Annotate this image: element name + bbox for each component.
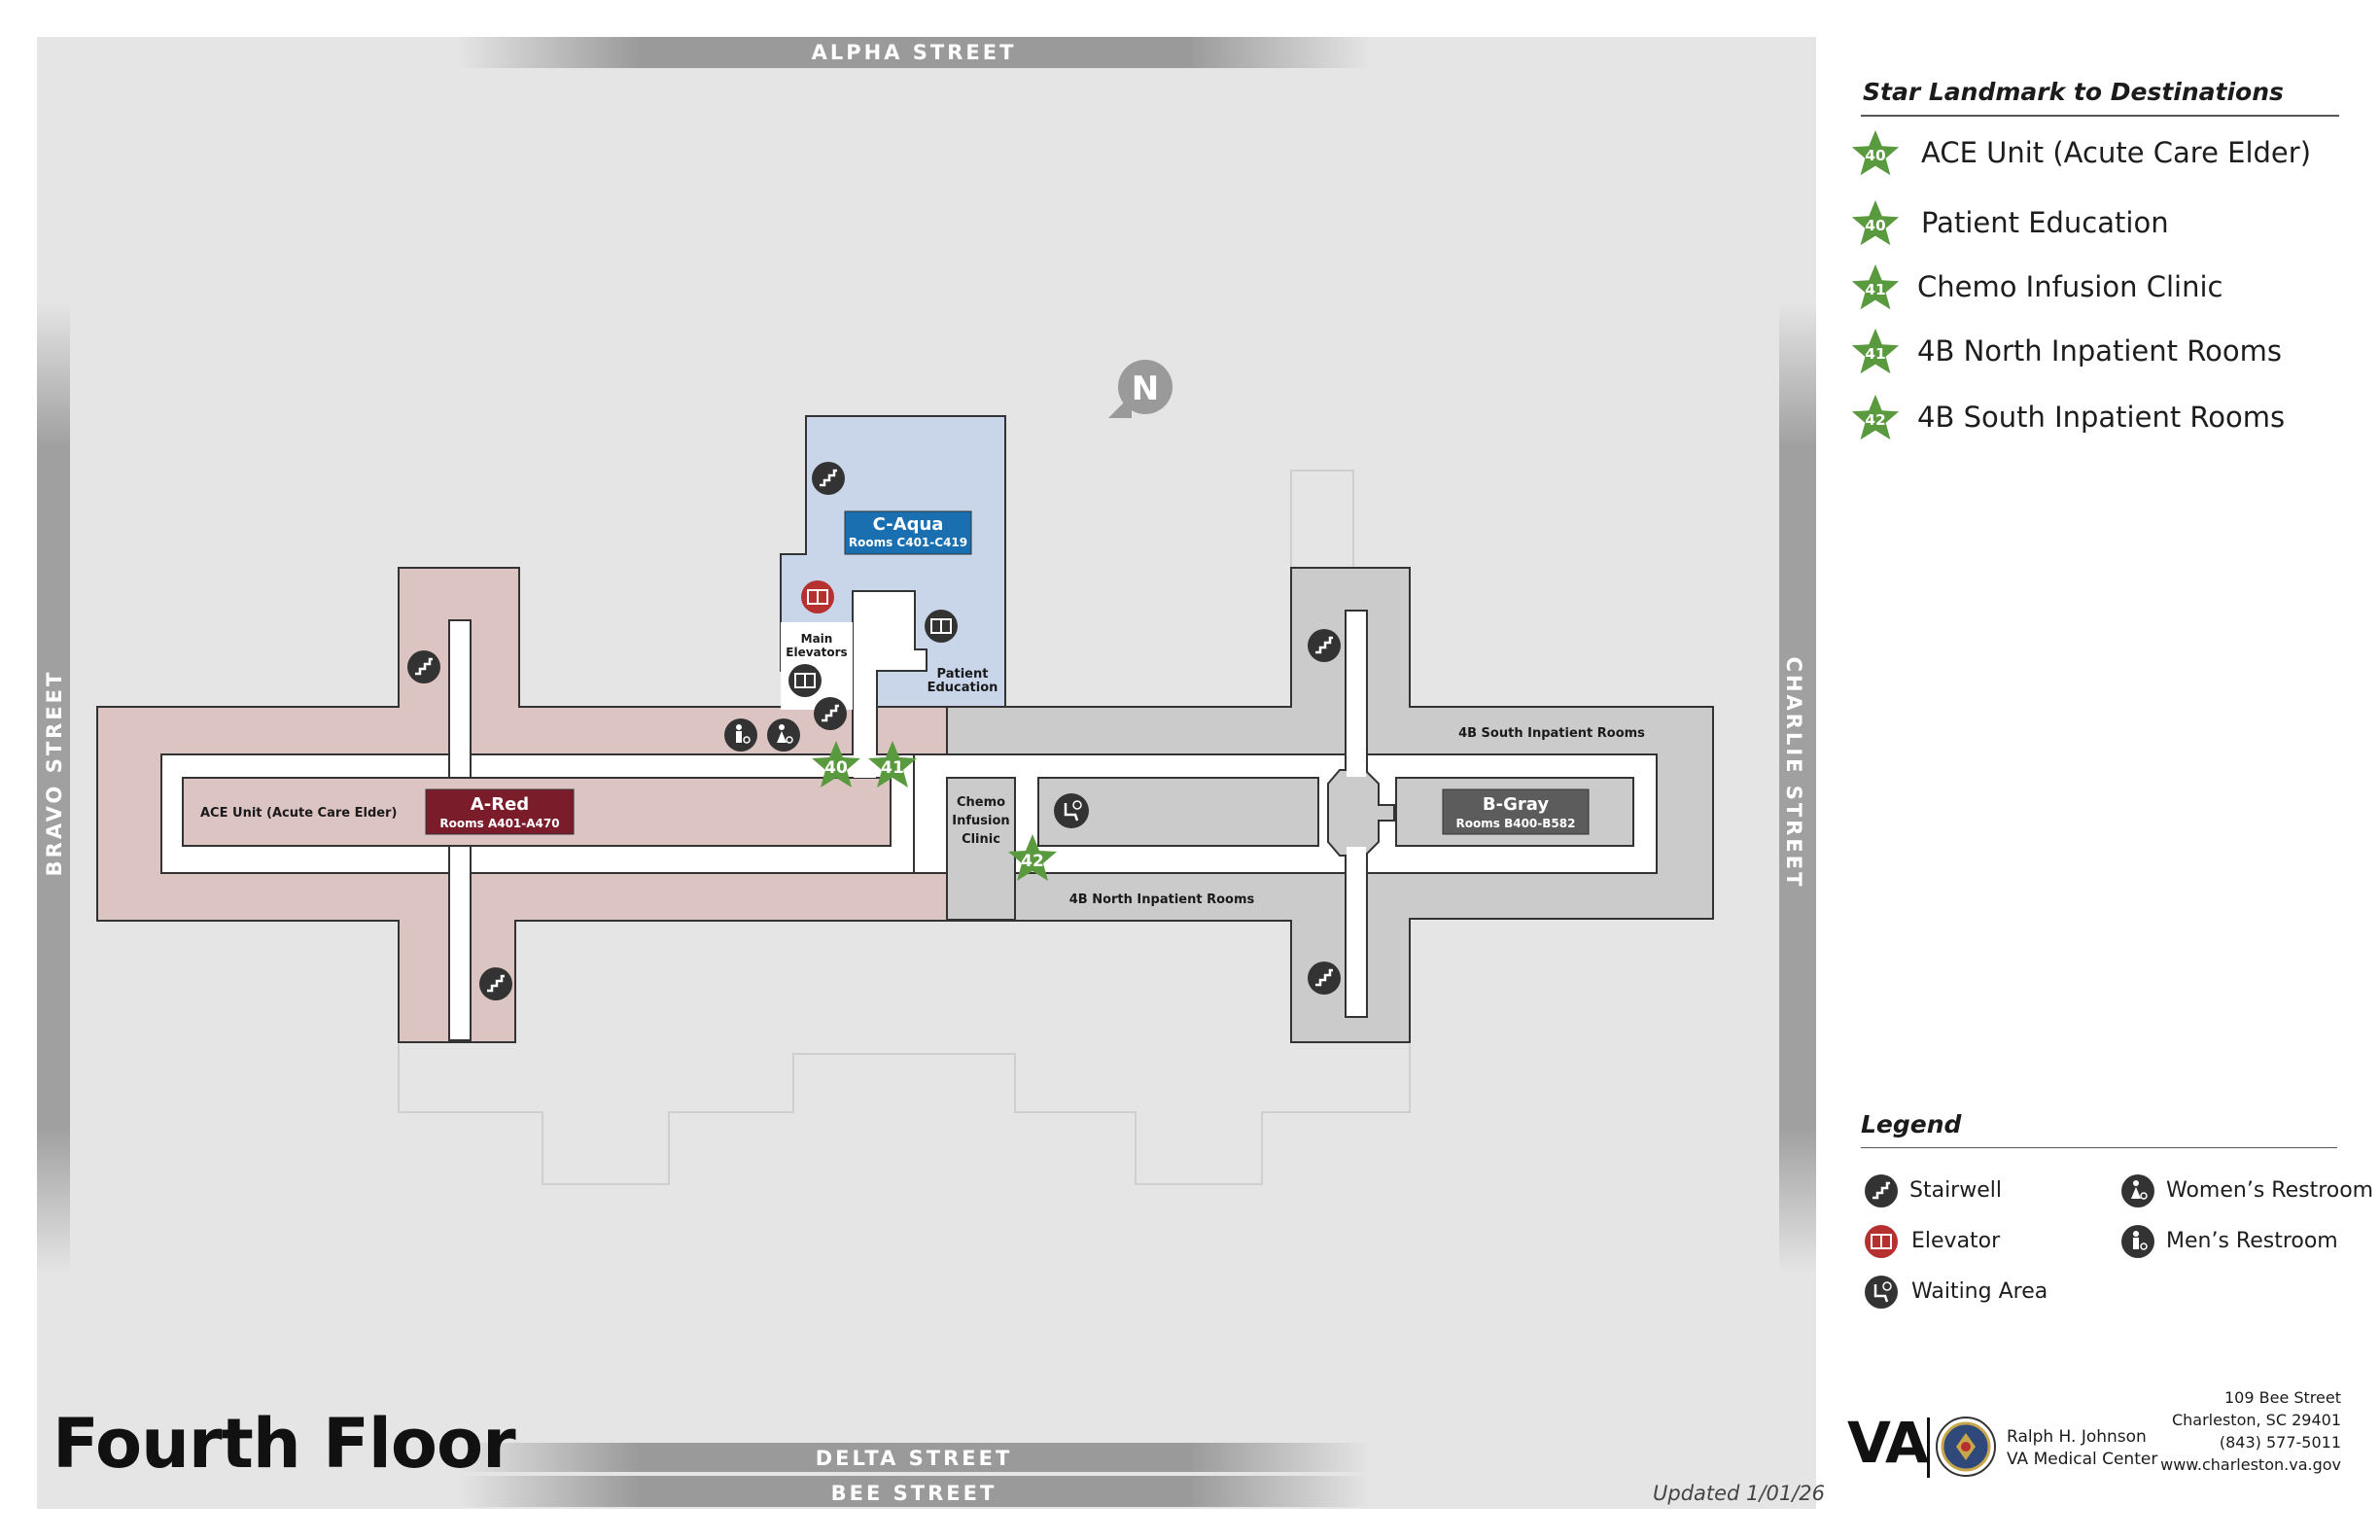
stairwell-icon	[1308, 629, 1341, 662]
charlie-street-label: CHARLIE STREET	[1782, 657, 1805, 890]
chemo-label-3: Clinic	[962, 832, 1000, 847]
star-icon: 42	[1851, 394, 1900, 440]
alpha-street-band	[457, 37, 1371, 68]
star-42-marker: 42	[1008, 834, 1057, 881]
womens-restroom-icon	[767, 718, 800, 752]
main-elevator-lobby	[781, 622, 853, 710]
stairwell-icon	[407, 650, 440, 683]
svg-text:B-Gray: B-Gray	[1483, 794, 1549, 815]
legend-label: Elevator	[1911, 1229, 2001, 1253]
bee-street-band	[457, 1476, 1371, 1507]
legend-rule	[1861, 1147, 2337, 1148]
wing-c-badge: C-Aqua Rooms C401-C419	[844, 510, 972, 555]
destination-item: 40 ACE Unit (Acute Care Elder)	[1847, 126, 2353, 185]
stairwell-icon	[479, 967, 512, 1000]
svg-text:41: 41	[1865, 345, 1886, 363]
chemo-label-2: Infusion	[952, 814, 1009, 828]
patient-education-label-2: Education	[928, 681, 998, 695]
destination-label: Chemo Infusion Clinic	[1917, 270, 2223, 303]
elevator-icon	[1865, 1225, 1898, 1258]
bee-street-label: BEE STREET	[831, 1482, 998, 1505]
svg-text:42: 42	[1021, 852, 1044, 871]
elevator-icon	[925, 610, 958, 643]
legend-label: Stairwell	[1909, 1178, 2002, 1203]
svg-text:40: 40	[1865, 147, 1886, 164]
svg-text:Rooms B400-B582: Rooms B400-B582	[1456, 817, 1576, 830]
legend-label: Waiting Area	[1911, 1279, 2048, 1304]
charlie-street-band	[1779, 301, 1816, 1274]
star-40-marker: 40	[812, 741, 860, 788]
mens-restroom-icon	[724, 718, 757, 752]
waiting-area-icon	[1865, 1276, 1898, 1309]
destination-item: 42 4B South Inpatient Rooms	[1847, 391, 2353, 449]
destination-label: ACE Unit (Acute Care Elder)	[1921, 136, 2312, 169]
address-line-1: 109 Bee Street	[2224, 1388, 2341, 1407]
bravo-street-band	[37, 301, 70, 1274]
bravo-street-label: BRAVO STREET	[43, 670, 66, 877]
phone-number: (843) 577-5011	[2219, 1433, 2341, 1452]
waiting-area-icon	[1054, 793, 1089, 828]
va-name-line-2: VA Medical Center	[2007, 1450, 2158, 1469]
stairwell-icon	[814, 697, 847, 730]
delta-street-band	[457, 1443, 1371, 1472]
north-arrow: N	[1108, 360, 1172, 418]
north-inpatient-label: 4B North Inpatient Rooms	[1069, 892, 1255, 907]
stairwell-icon	[812, 462, 845, 495]
svg-text:N: N	[1132, 369, 1159, 408]
stairwell-icon	[1308, 962, 1341, 995]
wing-b-badge: B-Gray Rooms B400-B582	[1442, 788, 1590, 835]
destination-label: Patient Education	[1921, 206, 2169, 239]
main-elevators-label-2: Elevators	[786, 646, 847, 659]
va-logo-divider	[1927, 1418, 1930, 1478]
destination-item: 40 Patient Education	[1847, 196, 2353, 255]
ace-unit-label: ACE Unit (Acute Care Elder)	[200, 806, 397, 821]
womens-restroom-icon	[2121, 1174, 2154, 1208]
legend-title: Legend	[1861, 1110, 1962, 1138]
updated-date: Updated 1/01/26	[1653, 1482, 1826, 1505]
destinations-rule	[1861, 115, 2339, 117]
elevator-icon	[788, 664, 822, 697]
star-41-marker: 41	[868, 741, 917, 788]
elevator-icon	[801, 580, 834, 613]
svg-text:40: 40	[1865, 217, 1886, 234]
address-line-2: Charleston, SC 29401	[2171, 1411, 2341, 1429]
destination-item: 41 Chemo Infusion Clinic	[1847, 261, 2353, 319]
va-logo: VA	[1847, 1410, 1929, 1476]
wing-a-badge: A-Red Rooms A401-A470	[425, 788, 575, 835]
destination-label: 4B South Inpatient Rooms	[1917, 401, 2286, 434]
main-elevators-label-1: Main	[801, 632, 833, 646]
va-seal-icon	[1936, 1417, 1996, 1477]
lower-floor-outline	[398, 470, 1411, 1185]
svg-text:40: 40	[824, 758, 848, 778]
chemo-label-1: Chemo	[957, 795, 1005, 810]
delta-street-label: DELTA STREET	[816, 1447, 1013, 1470]
svg-text:42: 42	[1865, 411, 1886, 429]
star-icon: 41	[1851, 263, 1900, 310]
alpha-street-label: ALPHA STREET	[812, 41, 1017, 64]
legend-label: Men’s Restroom	[2166, 1229, 2338, 1253]
star-icon: 40	[1851, 129, 1900, 176]
floor-title: Fourth Floor	[52, 1404, 516, 1484]
svg-text:41: 41	[881, 758, 904, 778]
va-name-line-1: Ralph H. Johnson	[2007, 1427, 2147, 1447]
svg-text:C-Aqua: C-Aqua	[873, 514, 944, 535]
star-icon: 41	[1851, 328, 1900, 374]
star-icon: 40	[1851, 199, 1900, 246]
website-link[interactable]: www.charleston.va.gov	[2160, 1455, 2341, 1474]
patient-education-label-1: Patient	[937, 667, 989, 682]
destination-item: 41 4B North Inpatient Rooms	[1847, 325, 2353, 383]
svg-text:A-Red: A-Red	[471, 794, 529, 815]
svg-text:Rooms C401-C419: Rooms C401-C419	[849, 536, 967, 549]
south-inpatient-label: 4B South Inpatient Rooms	[1458, 726, 1645, 741]
destinations-title: Star Landmark to Destinations	[1863, 78, 2284, 106]
svg-text:41: 41	[1865, 281, 1886, 298]
legend-label: Women’s Restroom	[2166, 1178, 2374, 1203]
mens-restroom-icon	[2121, 1225, 2154, 1258]
stairwell-icon	[1865, 1174, 1898, 1208]
destination-label: 4B North Inpatient Rooms	[1917, 334, 2282, 368]
svg-text:Rooms A401-A470: Rooms A401-A470	[439, 817, 559, 830]
